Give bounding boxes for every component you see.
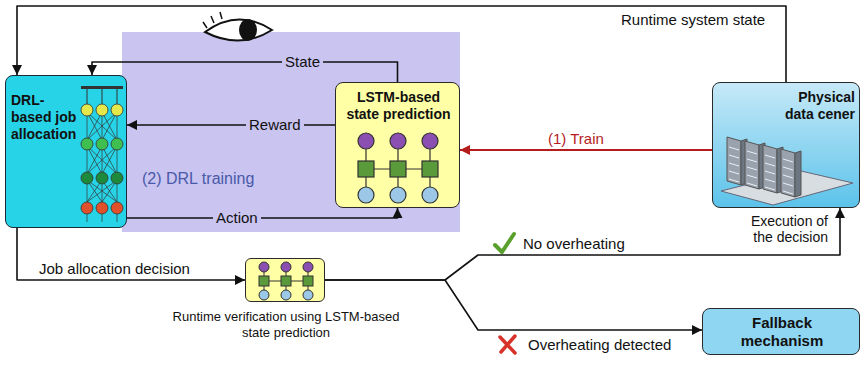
node-text: LSTM-based state prediction xyxy=(340,89,457,123)
connector-arrow xyxy=(17,6,786,82)
connector-arrow xyxy=(17,228,245,280)
verification-box: Runtime verification using LSTM-based st… xyxy=(245,258,325,302)
process-box: LSTM-based state prediction xyxy=(335,82,460,208)
fallback-box: Fallback mechanism xyxy=(702,308,860,355)
connector-arrow xyxy=(92,62,398,82)
edge-label: No overheating xyxy=(520,235,628,252)
check-mark xyxy=(495,234,514,252)
cross-mark xyxy=(500,336,515,353)
eye-icon xyxy=(203,12,272,41)
edge-label: State xyxy=(282,53,323,70)
data-center-box: Physical data cener xyxy=(712,82,860,208)
edge-label: Overheating detected xyxy=(525,336,674,353)
node-text: Physical data cener xyxy=(771,89,855,123)
edge-label: Reward xyxy=(246,116,304,133)
neural-network-icon xyxy=(79,76,127,226)
connector-arrow xyxy=(127,124,335,126)
edge-label: Action xyxy=(213,209,261,226)
node-text: Runtime verification using LSTM-based st… xyxy=(171,309,401,340)
node-text: (2) DRL training xyxy=(142,169,312,188)
process-box: DRL-based job allocation xyxy=(5,75,127,228)
node-text: DRL-based job allocation xyxy=(11,92,79,142)
connector-arrow xyxy=(460,149,712,151)
edge-label: Job allocation decision xyxy=(36,260,193,277)
lstm-icon xyxy=(246,259,326,303)
edge-label: Runtime system state xyxy=(618,11,768,28)
node-text: Fallback mechanism xyxy=(732,314,832,350)
note-label: Execution of the decision xyxy=(728,213,828,245)
connector-arrow xyxy=(127,208,398,218)
edge-label: (1) Train xyxy=(545,130,607,147)
connector-arrow xyxy=(325,208,840,280)
